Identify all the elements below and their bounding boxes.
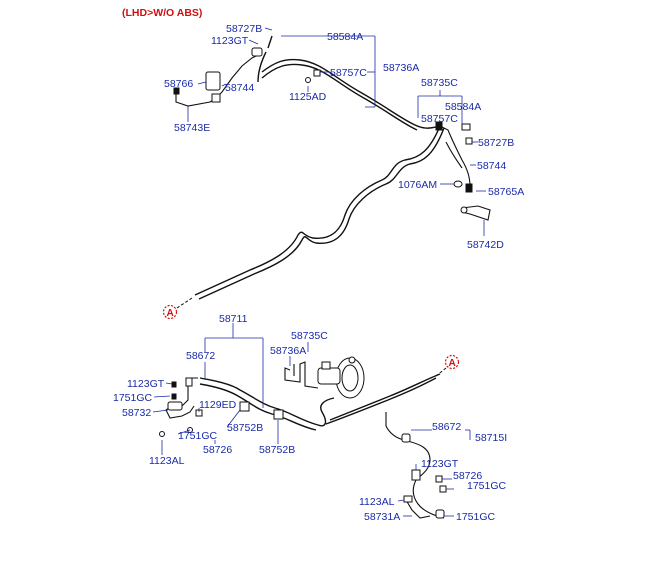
label-58766: 58766	[164, 78, 193, 90]
label-58727b-right: 58727B	[478, 137, 514, 149]
upper-brake-lines	[173, 35, 491, 300]
label-58732: 58732	[122, 407, 151, 419]
label-1123gt-top: 1123GT	[211, 35, 249, 47]
label-58584a-top: 58584A	[327, 31, 363, 43]
label-58711: 58711	[219, 313, 248, 325]
label-1751gc-r1: 1751GC	[467, 480, 507, 492]
label-1751gc-low: 1751GC	[178, 430, 218, 442]
label-58765a: 58765A	[488, 186, 524, 198]
label-58743e: 58743E	[174, 122, 210, 134]
label-58736a-mid: 58736A	[270, 345, 306, 357]
label-58672-right: 58672	[432, 421, 461, 433]
label-58672-left: 58672	[186, 350, 215, 362]
label-58736a-top: 58736A	[383, 62, 419, 74]
reference-marker-a-lower: A	[435, 354, 460, 377]
label-58715i: 58715I	[475, 432, 507, 444]
label-58727b-top: 58727B	[226, 23, 262, 35]
label-1123al-left: 1123AL	[149, 455, 185, 467]
label-58752b-b: 58752B	[259, 444, 295, 456]
label-58735c-mid: 58735C	[291, 330, 328, 342]
svg-text:A: A	[167, 308, 174, 319]
label-58752b-a: 58752B	[227, 422, 263, 434]
label-58584a-right: 58584A	[445, 101, 481, 113]
label-1751gc-left: 1751GC	[113, 392, 153, 404]
label-58726-left: 58726	[203, 444, 232, 456]
label-1123gt-right: 1123GT	[421, 458, 459, 470]
lower-brake-lines	[159, 356, 447, 519]
upper-leaders	[187, 27, 486, 236]
label-1125ad: 1125AD	[289, 91, 327, 103]
svg-text:A: A	[449, 358, 456, 369]
label-1123al-right: 1123AL	[359, 496, 395, 508]
lower-leaders	[152, 323, 471, 517]
label-1123gt-left: 1123GT	[127, 378, 165, 390]
label-1129ed: 1129ED	[199, 399, 237, 411]
label-1076am: 1076AM	[398, 179, 437, 191]
label-1751gc-r2: 1751GC	[456, 511, 496, 523]
label-58744-right: 58744	[477, 160, 506, 172]
label-58757c-right: 58757C	[421, 113, 458, 125]
label-58757c-top: 58757C	[330, 67, 367, 79]
label-58742d: 58742D	[467, 239, 504, 251]
reference-marker-a-upper: A	[162, 297, 193, 320]
label-58731a: 58731A	[364, 511, 400, 523]
label-58735c-top: 58735C	[421, 77, 458, 89]
label-58726-right: 58726	[453, 470, 482, 482]
variant-label: (LHD>W/O ABS)	[122, 7, 202, 19]
label-58744-top: 58744	[225, 82, 254, 94]
